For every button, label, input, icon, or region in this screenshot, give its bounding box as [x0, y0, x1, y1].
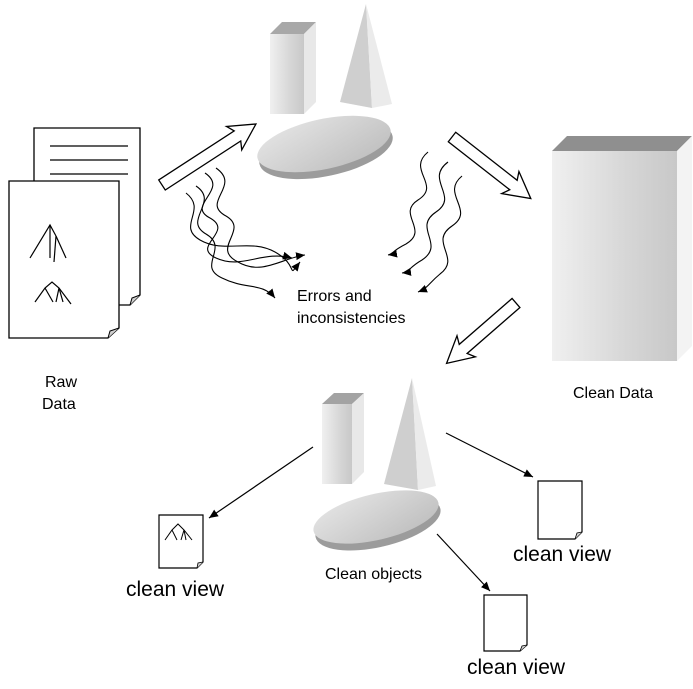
top-disk	[257, 115, 393, 180]
bottom-shape-group	[313, 378, 441, 551]
raw-data-label-line2: Data	[42, 396, 76, 413]
block-arrow-raw-to-objects	[157, 123, 258, 191]
top-shape-group	[257, 4, 393, 180]
block-arrow-objects-to-clean-data	[447, 131, 532, 200]
errors-label-line2: inconsistencies	[297, 310, 406, 327]
clean-data-label: Clean Data	[573, 385, 654, 402]
clean-view-left-label: clean view	[126, 578, 225, 601]
bottom-pyramid	[384, 378, 436, 490]
error-arrows-right	[387, 151, 463, 293]
tree-diagram-icon	[164, 523, 193, 541]
top-box	[270, 22, 316, 114]
tree-diagram-icon	[29, 223, 67, 263]
clean-objects-label: Clean objects	[325, 566, 422, 583]
raw-data-label: Raw	[45, 374, 78, 391]
tree-diagram-icon	[34, 281, 72, 305]
view-document-bottom	[483, 594, 528, 652]
clean-view-right-label: clean view	[513, 543, 612, 566]
view-document-right	[537, 480, 583, 540]
arrow-to-right-view	[445, 432, 534, 478]
errors-label: Errors and	[297, 288, 372, 305]
clean-view-bottom-label: clean view	[467, 656, 566, 679]
top-pyramid	[340, 4, 392, 108]
raw-document-front	[8, 180, 120, 339]
arrow-to-left-view	[208, 446, 314, 519]
bottom-disk	[313, 490, 441, 551]
view-arrows	[208, 432, 534, 592]
block-arrow-clean-data-to-objects	[445, 297, 521, 365]
raw-data-documents	[8, 127, 141, 339]
arrow-to-bottom-view	[436, 533, 491, 592]
error-arrows-left	[185, 167, 306, 299]
clean-data-box	[552, 136, 692, 361]
view-document-left	[158, 514, 204, 569]
bottom-box	[322, 393, 364, 484]
